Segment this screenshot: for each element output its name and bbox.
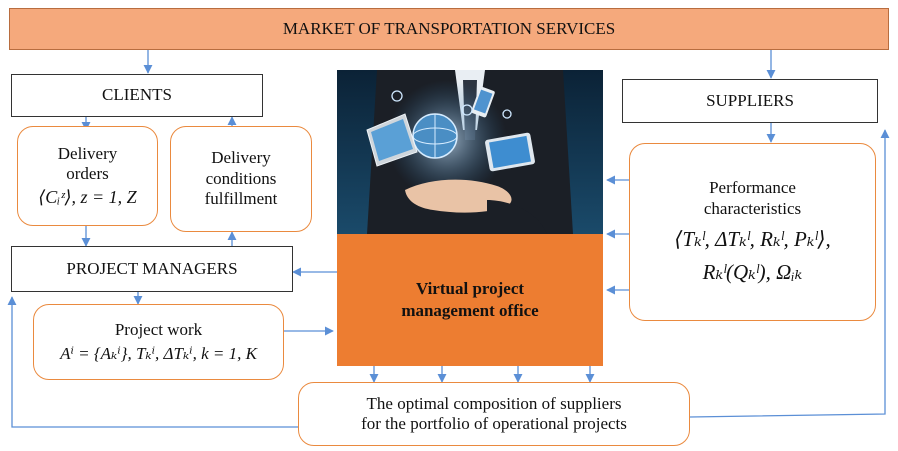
- project-work-box: Project work Aⁱ = {Aₖⁱ}, Tₖⁱ, ΔTₖⁱ, k = …: [33, 304, 284, 380]
- optimal-box: The optimal composition of suppliers for…: [298, 382, 690, 446]
- vpmo-photo: [337, 70, 603, 234]
- project-managers-title: PROJECT MANAGERS: [66, 258, 238, 278]
- suppliers-title: SUPPLIERS: [706, 90, 794, 110]
- optimal-line1: The optimal composition of suppliers: [366, 393, 622, 413]
- delivery-orders-formula: ⟨Cᵢᶻ⟩, z = 1, Z: [38, 186, 137, 207]
- delivery-conditions-line1: Delivery: [211, 148, 271, 168]
- project-managers-box: PROJECT MANAGERS: [11, 246, 293, 292]
- vpmo-panel: Virtual project management office: [337, 70, 603, 366]
- clients-box: CLIENTS: [11, 74, 263, 117]
- performance-box: Performance characteristics ⟨Tₖˡ, ΔTₖˡ, …: [629, 143, 876, 321]
- performance-line1: Performance: [709, 178, 796, 198]
- clients-title: CLIENTS: [102, 85, 172, 105]
- delivery-conditions-box: Delivery conditions fulfillment: [170, 126, 312, 232]
- vpmo-title: Virtual project management office: [401, 278, 539, 320]
- performance-formula1: ⟨Tₖˡ, ΔTₖˡ, Rₖˡ, Pₖˡ⟩,: [674, 227, 831, 252]
- delivery-conditions-line3: fulfillment: [204, 189, 278, 209]
- delivery-orders-line1: Delivery: [57, 143, 118, 163]
- performance-formula2: Rₖˡ(Qₖˡ), Ωᵢₖ: [702, 260, 803, 285]
- arrow-optimal-suppliers: [689, 129, 890, 418]
- optimal-line2: for the portfolio of operational project…: [361, 414, 627, 433]
- delivery-orders-line2: orders: [66, 164, 109, 184]
- arrow-optimal-pm: [7, 296, 298, 428]
- hand-tech-illustration: [337, 70, 603, 234]
- market-title: MARKET OF TRANSPORTATION SERVICES: [282, 18, 616, 38]
- project-work-title: Project work: [114, 319, 203, 339]
- vpmo-label-panel: Virtual project management office: [337, 234, 603, 366]
- market-banner: MARKET OF TRANSPORTATION SERVICES: [9, 8, 889, 50]
- project-work-formula: Aⁱ = {Aₖⁱ}, Tₖⁱ, ΔTₖⁱ, k = 1, K: [60, 344, 257, 363]
- delivery-conditions-line2: conditions: [205, 168, 277, 188]
- suppliers-box: SUPPLIERS: [622, 79, 878, 123]
- delivery-orders-box: Delivery orders ⟨Cᵢᶻ⟩, z = 1, Z: [17, 126, 158, 226]
- performance-line2: characteristics: [703, 198, 802, 218]
